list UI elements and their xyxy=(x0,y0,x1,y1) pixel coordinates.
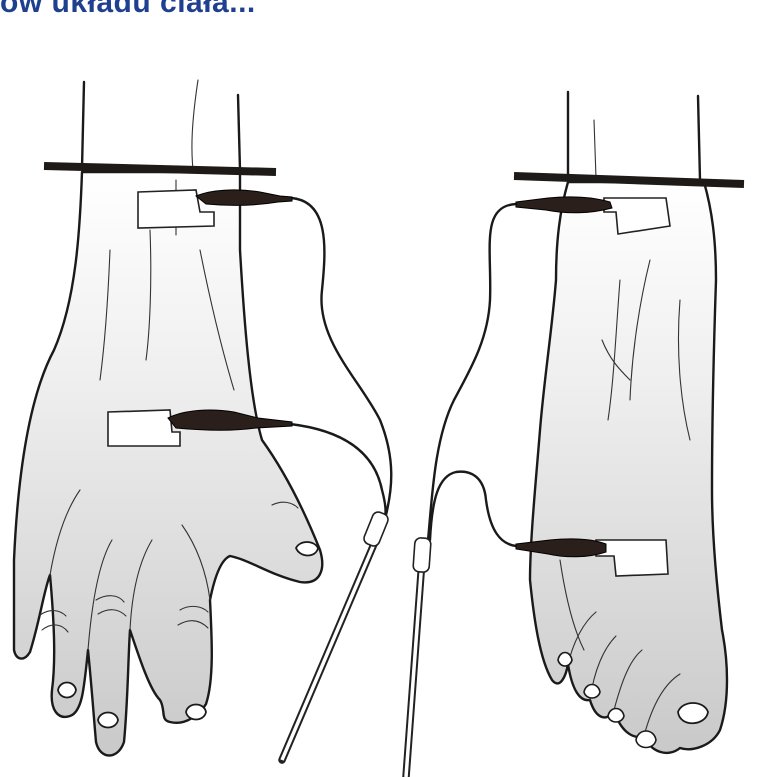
foot-ankle-clip xyxy=(516,197,612,213)
foot-ground-band xyxy=(514,176,744,184)
hand-outline xyxy=(14,172,322,756)
hand-ground-band xyxy=(44,166,276,172)
hand-back-electrode-pad xyxy=(108,410,180,446)
foot-cable-sleeve xyxy=(413,537,431,572)
index-nail xyxy=(58,683,76,698)
hand-wrist-clip xyxy=(196,190,292,205)
foot-illustration xyxy=(530,92,727,753)
leg-right-edge xyxy=(698,96,700,180)
foot-top-clip xyxy=(516,539,606,557)
electrode-wires xyxy=(282,198,516,777)
forearm-left-edge xyxy=(82,82,84,168)
thumb-nail xyxy=(296,542,318,556)
forearm-right-edge xyxy=(238,95,240,170)
ring-nail xyxy=(186,705,206,720)
middle-nail xyxy=(98,713,118,728)
hand-back-clip xyxy=(168,410,292,430)
hand-cable-sleeve xyxy=(362,510,390,548)
big-toe-nail xyxy=(678,703,708,723)
